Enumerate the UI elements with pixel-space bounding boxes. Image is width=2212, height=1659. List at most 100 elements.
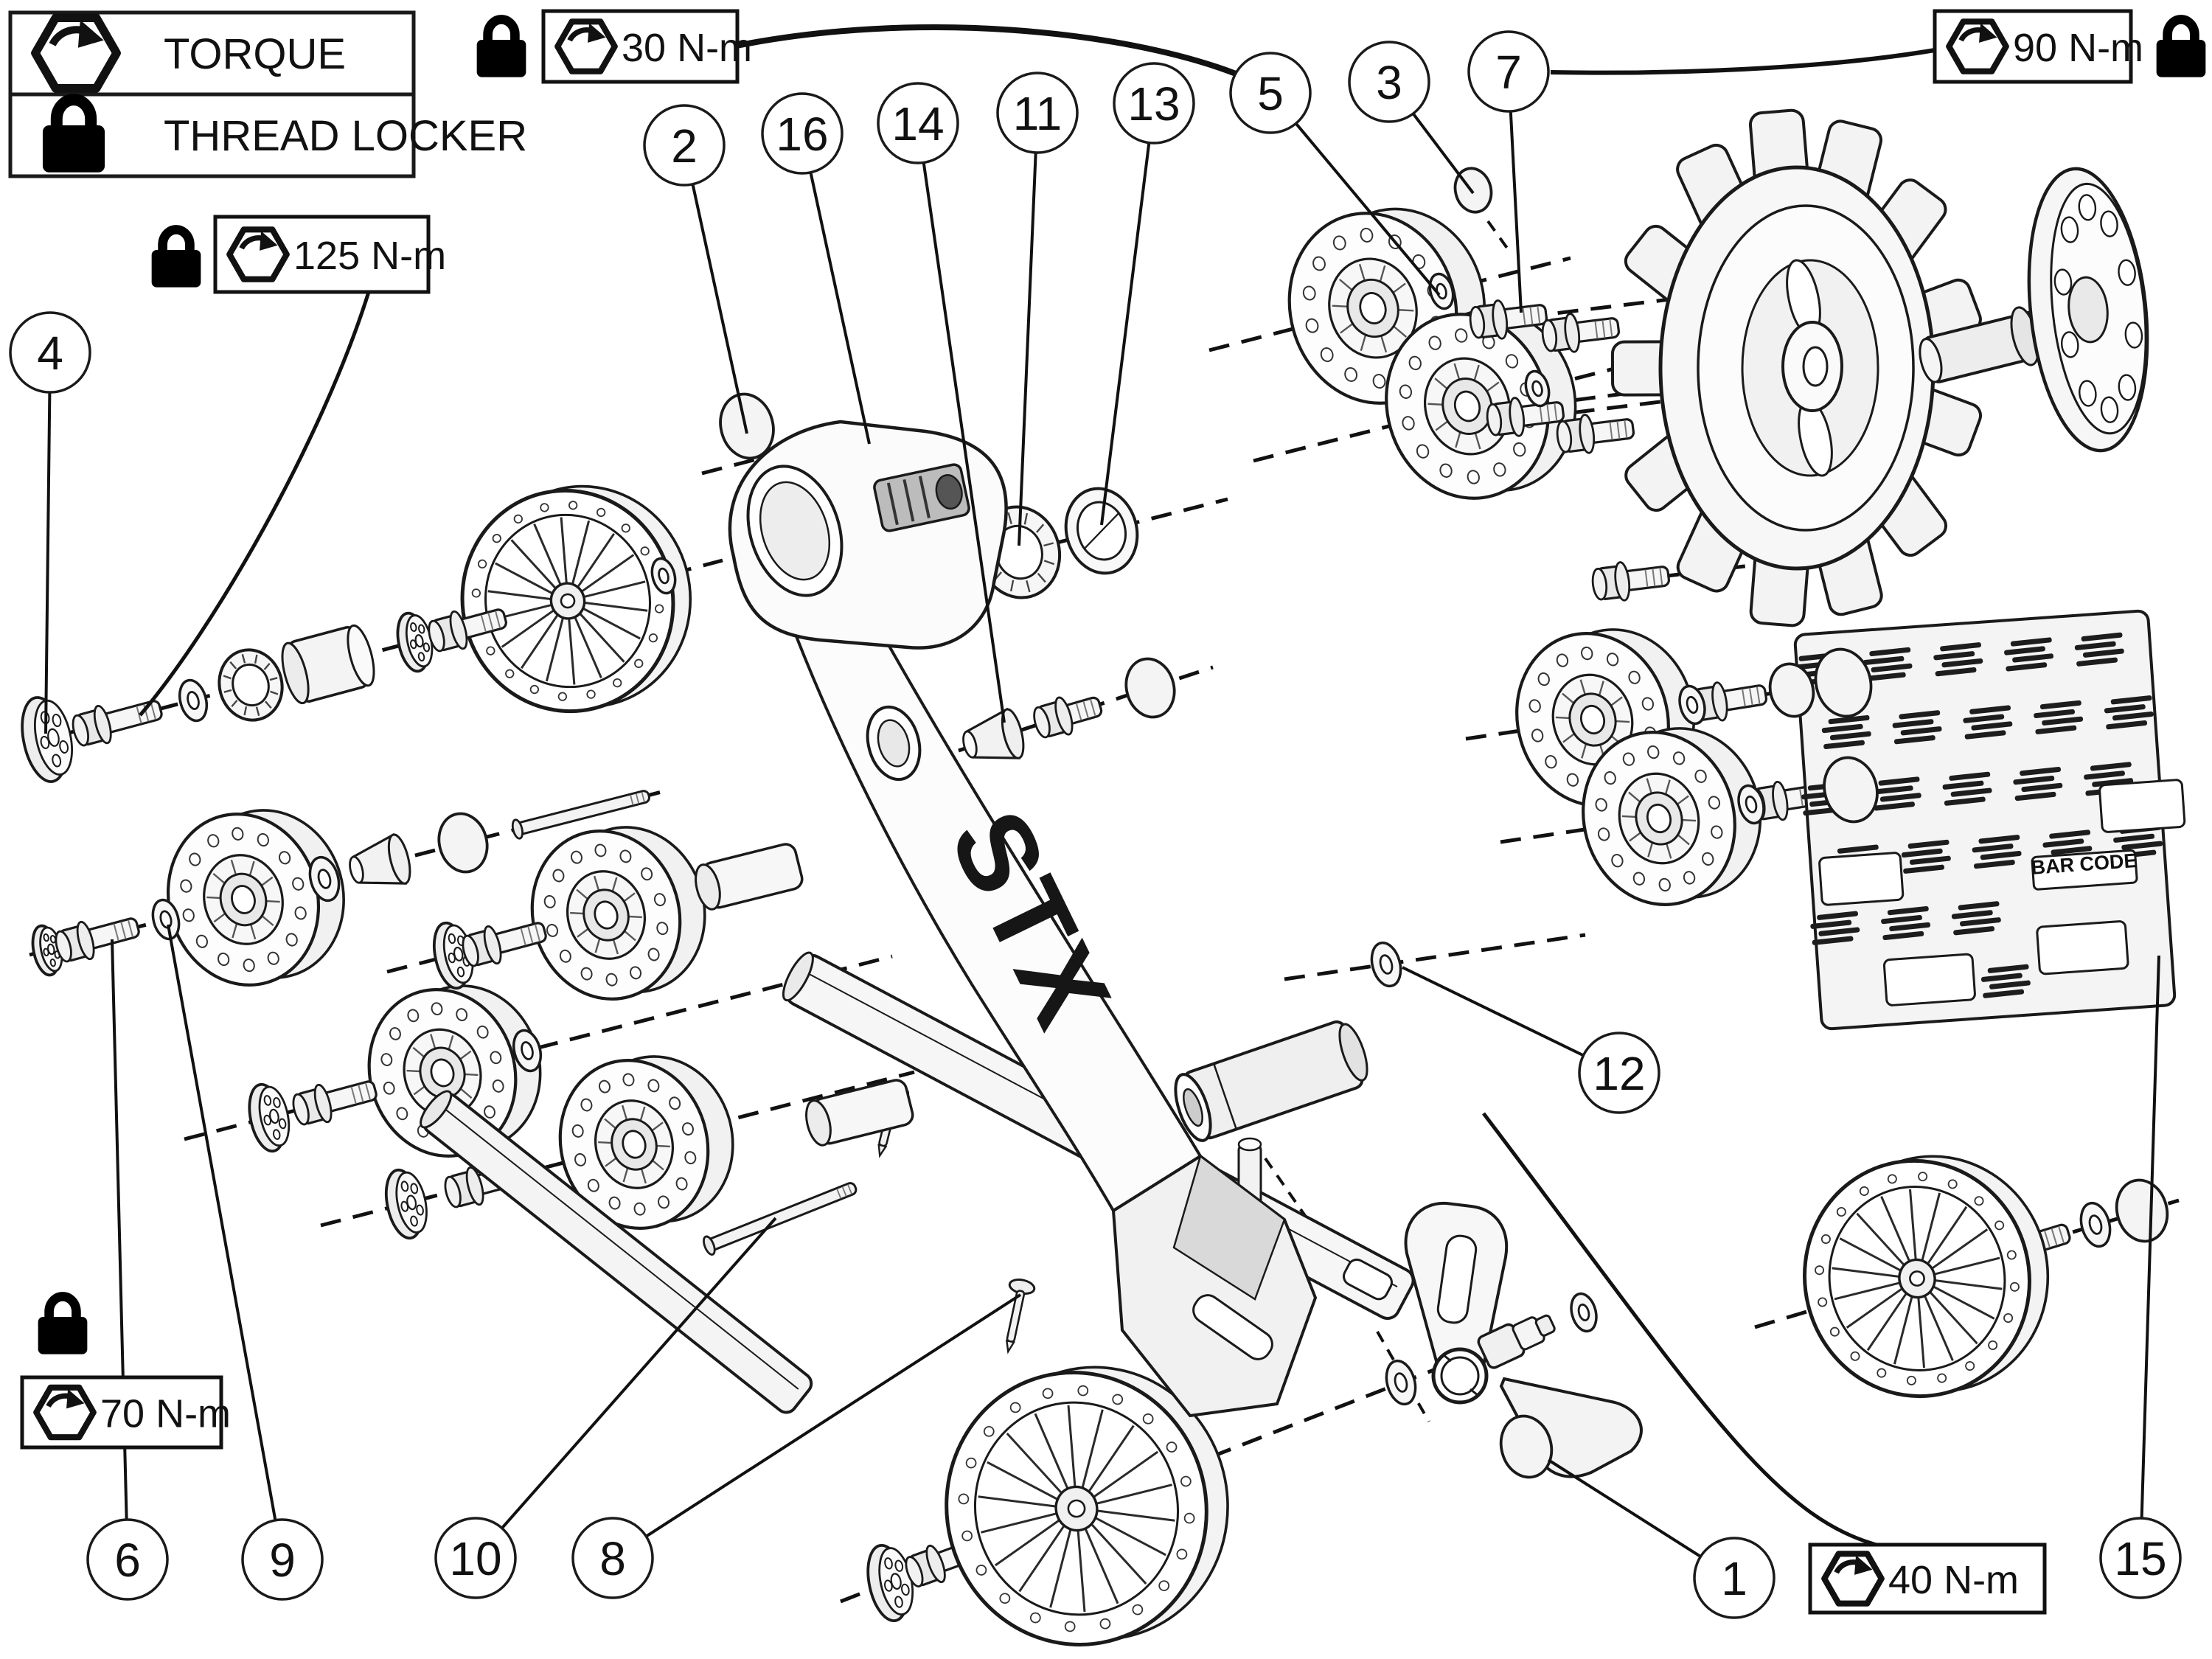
seal-ring	[1064, 487, 1139, 575]
flange-hole	[2124, 321, 2143, 349]
track-tread-lug	[1810, 911, 1860, 945]
torque-badge-leader-line	[1482, 1112, 1877, 1547]
callout-number: 12	[1593, 1047, 1645, 1100]
callout-leader-line	[501, 1217, 777, 1529]
callout-5: 5	[1229, 52, 1312, 134]
flange-hole	[2053, 268, 2073, 296]
washer	[308, 855, 341, 902]
callout-3: 3	[1348, 41, 1430, 123]
axis-dashed-line	[1284, 933, 1586, 981]
long-bolt-rod	[703, 1182, 858, 1256]
callout-leader-line	[44, 392, 52, 734]
track-tread-lug	[2013, 767, 2063, 801]
cap-dome	[437, 812, 489, 874]
torque-value-label: 70 N-m	[100, 1392, 231, 1436]
callout-leader-line	[645, 1293, 1022, 1538]
track-tread-lug	[2034, 700, 2084, 734]
callout-leader-line	[1018, 152, 1037, 546]
slide-rail-front	[420, 1090, 813, 1414]
callout-2: 2	[643, 104, 726, 187]
hub-flange-disc	[384, 1168, 428, 1240]
drive-sprocket	[1610, 108, 1983, 627]
callout-leader-line	[2140, 955, 2160, 1519]
callout-number: 9	[269, 1534, 296, 1587]
hub-flange	[2027, 167, 2149, 453]
callout-7: 7	[1467, 30, 1550, 113]
callout-leader-line	[809, 172, 871, 445]
arm-cross-stub	[805, 1079, 914, 1147]
flange-hole	[2100, 396, 2119, 423]
track-tread-lug	[2104, 695, 2154, 730]
axis-dashed-line	[1486, 220, 1512, 254]
hub-flange-disc	[866, 1543, 914, 1623]
flange-hole	[2100, 210, 2118, 237]
hex-bolt	[72, 700, 163, 747]
track-tread-lug	[1951, 901, 2001, 936]
callout-number: 11	[1013, 87, 1062, 140]
washer	[650, 557, 677, 595]
callout-number: 10	[449, 1532, 501, 1585]
cap-dome	[1768, 662, 1815, 718]
flange-hole	[2060, 216, 2079, 243]
hex-bolt	[292, 1080, 378, 1126]
torque-badge-leader-line	[139, 291, 371, 717]
track-tread-lug	[1972, 835, 2022, 869]
flange-hole	[2118, 374, 2137, 401]
callout-6: 6	[86, 1518, 169, 1601]
track-tread-lug	[1871, 776, 1921, 811]
track-segment: BAR CODE	[1792, 609, 2186, 1031]
cap-dome	[1499, 1414, 1554, 1479]
callout-number: 2	[671, 119, 698, 173]
callout-leader-line	[1295, 122, 1441, 296]
hex-bolt	[1541, 313, 1621, 353]
callout-1: 1	[1693, 1537, 1775, 1619]
track-tread-lug	[2074, 632, 2124, 667]
leader-lines	[44, 24, 2160, 1558]
track-tread-lug	[1942, 771, 1992, 806]
callout-10: 10	[434, 1517, 517, 1599]
callout-number: 16	[776, 108, 828, 161]
hardware-parts-layer	[21, 207, 2112, 1623]
torque-badge-30N-m: 30 N-m	[477, 9, 752, 84]
callout-15: 15	[2099, 1517, 2182, 1599]
legend-box: TORQUE THREAD LOCKER	[8, 10, 527, 176]
flange-hole	[2118, 259, 2136, 286]
flange-hole	[2079, 380, 2097, 407]
callout-number: 6	[114, 1534, 141, 1587]
shock-absorber	[1174, 1020, 1368, 1142]
torque-badge-leader-line	[736, 24, 1237, 77]
hardware-parts-front-layer	[437, 167, 2169, 1646]
cone-bushing	[349, 832, 411, 885]
spoked-wheel	[945, 1366, 1229, 1646]
hex-bolt	[1033, 696, 1103, 739]
track-tread-lug	[1980, 964, 2031, 998]
callout-13: 13	[1113, 62, 1195, 145]
hex-bolt	[1591, 561, 1671, 602]
track-tread-lug	[1963, 705, 2013, 740]
washer	[1428, 272, 1455, 310]
callout-9: 9	[241, 1518, 324, 1601]
hex-bolt	[1486, 397, 1565, 437]
cap-dome	[1124, 657, 1176, 719]
callout-11: 11	[996, 72, 1079, 154]
callout-8: 8	[571, 1517, 654, 1599]
callout-number: 13	[1127, 77, 1180, 131]
padlock-icon	[477, 19, 526, 77]
idler-wheel	[530, 826, 706, 1001]
idler-wheel	[166, 809, 345, 987]
callout-number: 4	[37, 327, 63, 380]
track-tread-lug	[1933, 642, 1983, 677]
flange-hole	[2078, 194, 2097, 221]
callout-number: 15	[2114, 1532, 2166, 1585]
track-tread-lug	[2004, 637, 2054, 672]
barcode-label-box	[2031, 849, 2138, 891]
torque-value-label: 125 N-m	[293, 234, 446, 278]
arm-bearing-housing	[873, 463, 970, 532]
cap-dome	[2115, 1178, 2169, 1243]
callout-number: 7	[1495, 46, 1522, 99]
callout-number: 14	[891, 97, 944, 150]
hub-flange-disc	[21, 696, 73, 783]
bellcrank-linkage	[1404, 1201, 1643, 1478]
legend-threadlocker-label: THREAD LOCKER	[164, 112, 527, 160]
